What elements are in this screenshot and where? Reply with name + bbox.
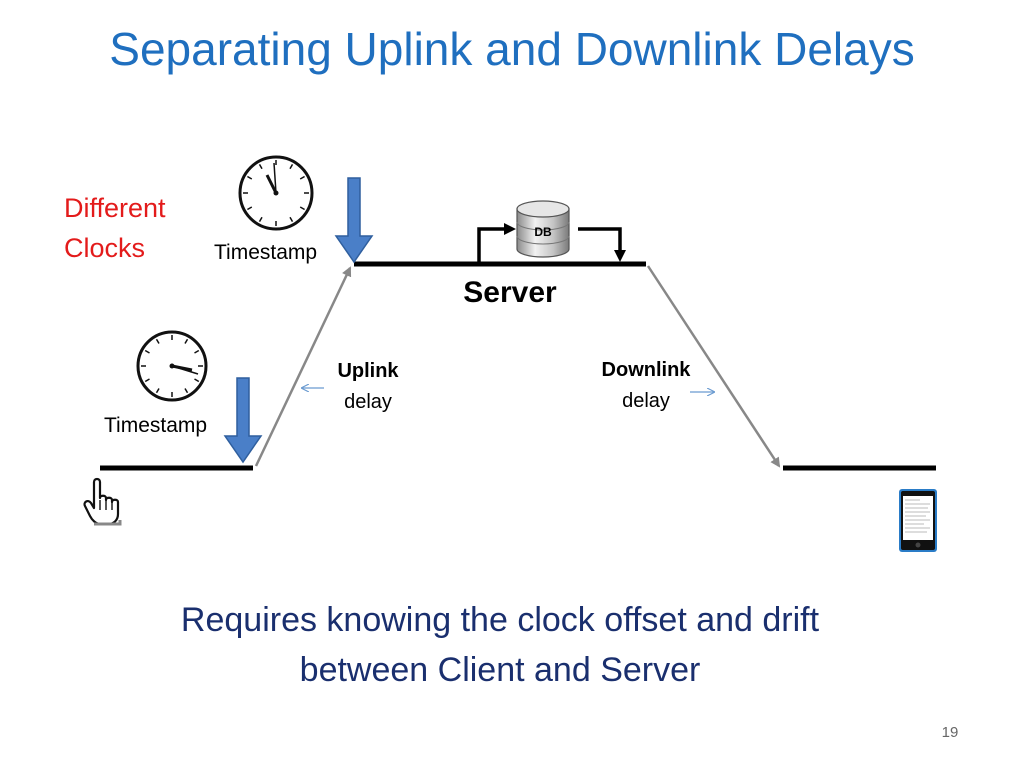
- database-icon: DB: [516, 200, 570, 258]
- phone-icon: [899, 489, 937, 552]
- db-label: DB: [534, 225, 552, 239]
- down-arrow-icon: [334, 177, 374, 264]
- downlink-delay-text: delay: [622, 390, 670, 412]
- footer-note: Requires knowing the clock offset and dr…: [60, 595, 940, 695]
- client-timestamp-label: Timestamp: [104, 414, 208, 437]
- downlink-label: Downlink: [601, 359, 691, 381]
- downlink-path: [646, 265, 781, 468]
- clock-icon: [238, 155, 314, 231]
- different-clocks-line-1: Different: [64, 193, 166, 223]
- slide-number: 19: [941, 724, 959, 741]
- slide-title: Separating Uplink and Downlink Delays: [109, 23, 915, 75]
- footer-line-1: Requires knowing the clock offset and dr…: [180, 601, 820, 639]
- different-clocks-label: Different Clocks: [64, 188, 166, 268]
- hand-pointer-icon: [83, 477, 122, 526]
- uplink-delay-label: Uplink delay: [298, 356, 438, 418]
- different-clocks-line-2: Clocks: [64, 233, 146, 263]
- uplink-label: Uplink: [337, 360, 399, 382]
- uplink-delay-text: delay: [344, 391, 392, 413]
- footer-line-2: between Client and Server: [299, 651, 701, 689]
- down-arrow-icon: [223, 377, 263, 464]
- db-in-arrow: [477, 223, 516, 262]
- server-label: Server: [463, 276, 557, 309]
- uplink-path: [254, 266, 352, 467]
- db-out-arrow: [578, 227, 626, 262]
- server-timestamp-label: Timestamp: [214, 241, 318, 264]
- downlink-delay-label: Downlink delay: [576, 355, 716, 417]
- clock-icon: [136, 330, 208, 402]
